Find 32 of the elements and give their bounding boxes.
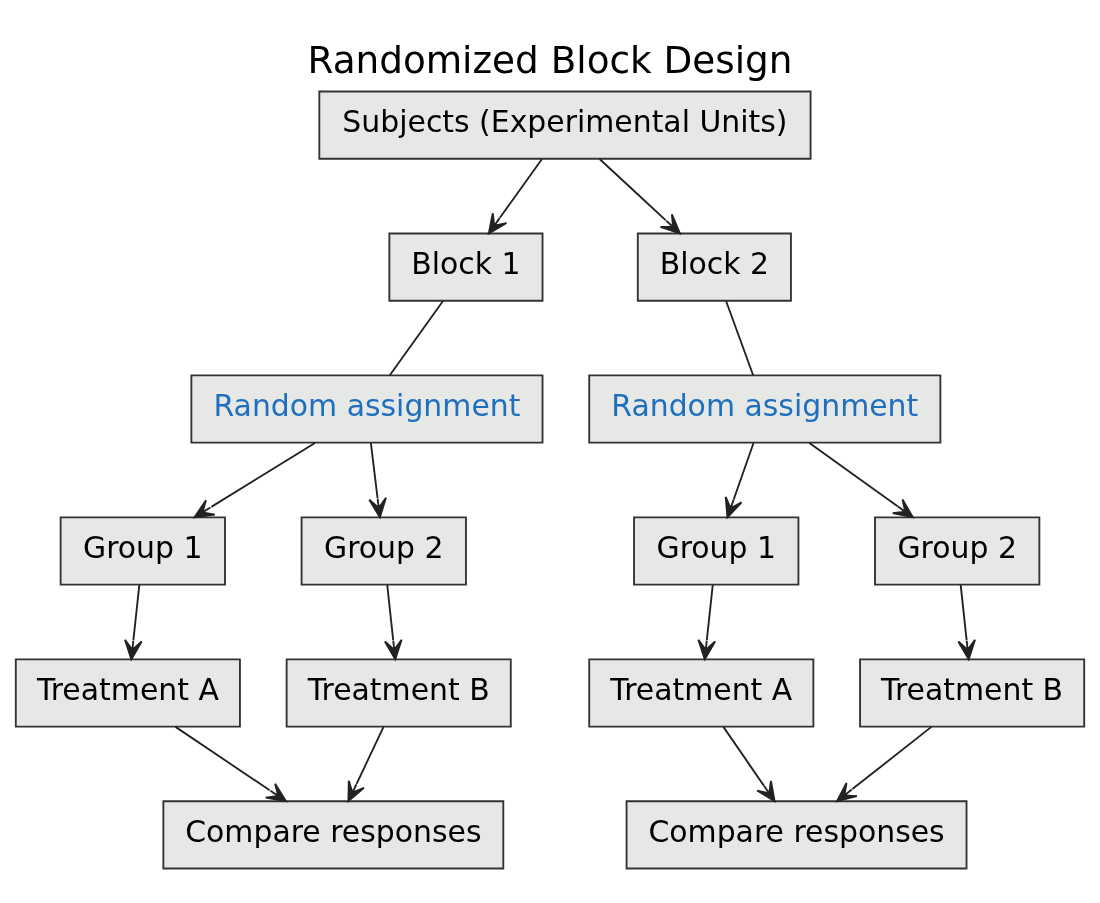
arrow [722, 725, 776, 802]
arrow [836, 725, 933, 802]
node-box: Treatment A [14, 657, 241, 727]
node-box: Block 2 [636, 232, 792, 302]
node-box: Group 1 [59, 515, 226, 586]
arrow [598, 157, 681, 234]
node-box: Group 2 [874, 515, 1041, 586]
arrow [808, 441, 914, 518]
arrow [174, 725, 287, 802]
connector [725, 299, 755, 376]
arrow [124, 583, 143, 660]
node-box: Group 1 [633, 515, 800, 586]
connector [388, 299, 444, 376]
node-box: Compare responses [162, 799, 505, 869]
arrow [193, 441, 316, 518]
arrow [347, 725, 385, 802]
arrow [368, 441, 387, 518]
node-box: Compare responses [625, 799, 968, 869]
arrow [697, 583, 717, 660]
arrow [724, 441, 755, 518]
node-box: Random assignment [588, 374, 942, 444]
arrow [957, 583, 976, 660]
node-box: Subjects (Experimental Units) [318, 90, 812, 160]
node-box: Treatment B [285, 657, 512, 727]
diagram-title: Randomized Block Design [307, 37, 793, 82]
arrow [487, 157, 543, 234]
node-box: Treatment B [859, 657, 1086, 727]
node-box: Random assignment [190, 374, 544, 444]
node-box: Block 1 [388, 232, 544, 302]
node-box: Treatment A [588, 657, 815, 727]
node-box: Group 2 [300, 515, 467, 586]
arrow [383, 583, 403, 660]
